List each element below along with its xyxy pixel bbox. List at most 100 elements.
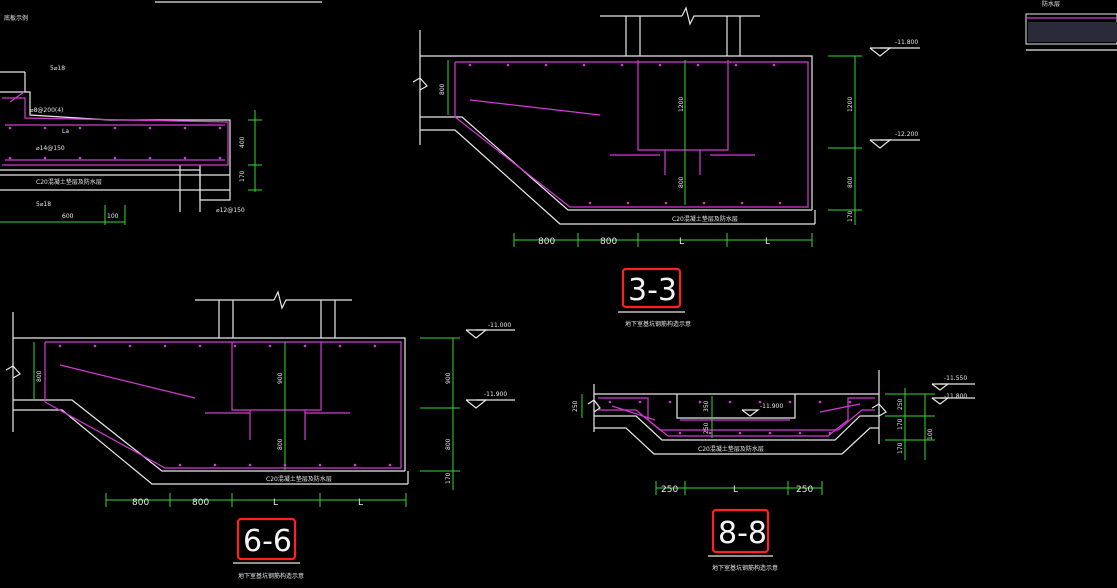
dim-3-3-pit-b: 800: [678, 176, 685, 188]
rebar-dot: [734, 63, 738, 67]
rebar-dot: [678, 431, 682, 435]
dim-6-6-right-b: 800: [445, 438, 452, 450]
rebar-dot: [58, 344, 62, 348]
rebar-dot: [248, 463, 252, 467]
dim-6-6-bottom-4: L: [358, 498, 363, 508]
rebar-dot: [318, 463, 322, 467]
elev-8-8-b: -11.800: [944, 393, 967, 400]
elev-3-3-a: -11.800: [895, 39, 918, 46]
dim-8-8-pit-a: 350: [703, 400, 710, 412]
rebar-dot: [788, 400, 792, 404]
rebar-dot: [183, 156, 187, 160]
rebar-dots: [8, 63, 852, 467]
rebar-dot: [738, 431, 742, 435]
rebar-dot: [620, 63, 624, 67]
section-6-6: -11.000 -11.900 800 900 800 900 800 170 …: [5, 290, 515, 580]
rebar-dot: [638, 400, 642, 404]
dim-3-3-bottom-3: L: [679, 237, 684, 247]
dim-3-3-pit-a: 1200: [678, 97, 685, 112]
rebar-dot: [338, 344, 342, 348]
rebar-dot: [582, 63, 586, 67]
rebar-dot: [818, 400, 822, 404]
left-detail-title: 底板示例: [4, 14, 28, 22]
rebar-dot: [78, 156, 82, 160]
rebar-dot: [218, 156, 222, 160]
left-dim-9: 400: [239, 136, 246, 148]
rebar-dot: [468, 63, 472, 67]
section-3-3: -11.800 -12.200 800 1200 800 1200 800 17…: [412, 6, 920, 328]
dim-8-8-right-d: 170: [897, 442, 904, 454]
dim-8-8-right-b: 170: [897, 418, 904, 430]
dim-3-3-bottom-4: L: [765, 237, 770, 247]
rebar-dot: [506, 63, 510, 67]
section-label-3-3: 3-3: [628, 273, 677, 308]
left-dim-6: 5⌀18: [36, 201, 51, 208]
rebar-dot: [828, 431, 832, 435]
rebar-dot: [183, 126, 187, 130]
dim-3-3-right-a: 1200: [847, 97, 854, 112]
rebar-dot: [8, 156, 12, 160]
dim-3-3-right-b: 800: [847, 176, 854, 188]
dim-6-6-pit-a: 900: [277, 372, 284, 384]
left-dim-4: ⌀14@150: [36, 145, 65, 152]
elev-3-3-b: -12.200: [895, 131, 918, 138]
rebar-dot: [798, 431, 802, 435]
rebar-dot: [233, 344, 237, 348]
dim-8-8-right-a: 250: [897, 398, 904, 410]
rebar-dot: [268, 344, 272, 348]
rebar-dot: [148, 156, 152, 160]
caption-3-3: 地下室基坑钢筋构造示意: [625, 320, 691, 328]
rebar-dot: [696, 63, 700, 67]
dim-3-3-bottom-1: 800: [538, 237, 555, 247]
left-dim-10: 170: [239, 170, 246, 182]
section-8-8: -11.900 -11.550 -11.800 250 350 250 250 …: [572, 370, 975, 572]
dim-6-6-bottom-3: L: [273, 498, 278, 508]
rebar-dot: [93, 344, 97, 348]
rebar-dot: [740, 201, 744, 205]
rebar-dot: [768, 431, 772, 435]
rebar-dot: [218, 126, 222, 130]
slab-note-8-8: C20混凝土垫层及防水层: [698, 445, 764, 453]
top-right-note: 防水层: [1042, 0, 1060, 8]
rebar-dot: [608, 400, 612, 404]
rebar-dot: [664, 201, 668, 205]
rebar-dot: [702, 201, 706, 205]
rebar-dot: [43, 126, 47, 130]
caption-6-6: 地下室基坑钢筋构造示意: [238, 572, 304, 580]
rebar-dot: [373, 344, 377, 348]
dim-8-8-right-c: 100: [927, 428, 934, 440]
rebar-dot: [163, 344, 167, 348]
rebar-dot: [388, 463, 392, 467]
rebar-dot: [283, 463, 287, 467]
dim-6-6-bottom-1: 800: [132, 498, 149, 508]
dim-8-8-left: 250: [572, 400, 579, 412]
elev-6-6-a: -11.000: [488, 322, 511, 329]
dim-3-3-right-c: 170: [847, 210, 854, 222]
dim-6-6-right-c: 170: [445, 472, 452, 484]
rebar-dot: [128, 344, 132, 348]
dim-8-8-bottom-1: 250: [661, 485, 678, 495]
section-label-8-8: 8-8: [718, 516, 767, 551]
dim-6-6-pit-b: 800: [277, 438, 284, 450]
rebar-dot: [213, 463, 217, 467]
rebar-dot: [178, 463, 182, 467]
slab-note-3-3: C20混凝土垫层及防水层: [672, 215, 738, 223]
rebar-dot: [758, 400, 762, 404]
section-label-6-6: 6-6: [243, 524, 292, 559]
rebar-dot: [113, 156, 117, 160]
dim-8-8-bottom-2: L: [733, 485, 738, 495]
rebar-dot: [588, 201, 592, 205]
rebar-dot: [728, 400, 732, 404]
rebar-dot: [848, 400, 852, 404]
dim-3-3-left: 800: [439, 83, 446, 95]
left-dim-2: ⌀8@200(4): [30, 107, 63, 114]
rebar-dot: [544, 63, 548, 67]
elev-6-6-b: -11.900: [484, 391, 507, 398]
dim-6-6-right-a: 900: [445, 372, 452, 384]
rebar-dot: [353, 463, 357, 467]
rebar-dot: [148, 126, 152, 130]
rebar-dot: [778, 201, 782, 205]
left-dim-11: ⌀12@150: [216, 207, 245, 214]
dim-6-6-bottom-2: 800: [192, 498, 209, 508]
